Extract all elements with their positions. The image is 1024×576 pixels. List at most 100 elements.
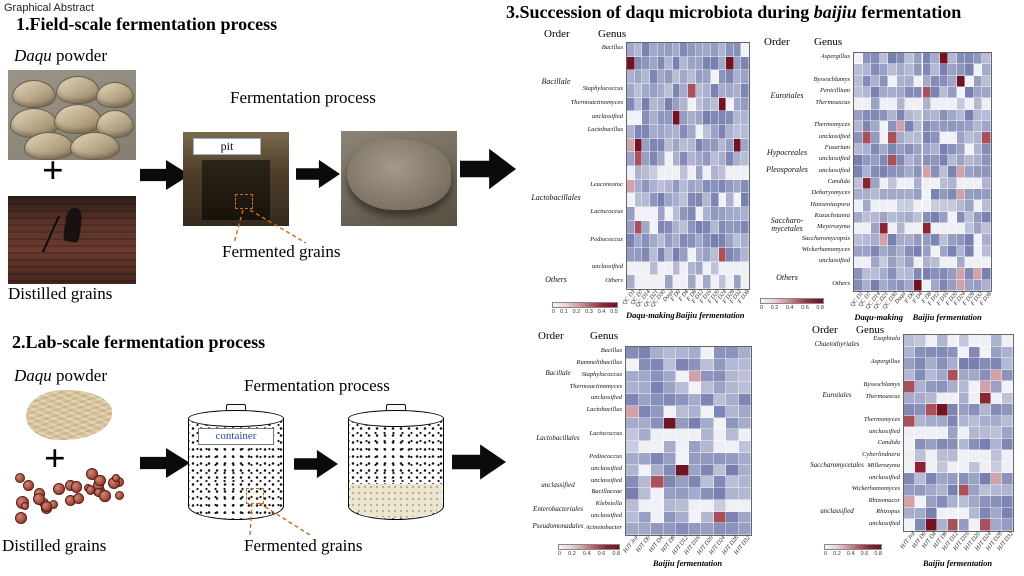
heatmap-cell [665,261,673,276]
flow-arrow-icon [294,449,338,479]
heatmap-cell [896,155,906,167]
heatmap-cell [626,452,639,465]
heatmap-cell [726,111,734,125]
heatmap-cell [657,166,666,180]
heatmap-cell [936,415,948,428]
heatmap-cell [688,248,696,262]
heatmap-cell [947,346,959,359]
heatmap-cell [741,152,749,166]
heatmap-cell [676,499,689,512]
heatmap-cell [965,98,974,110]
heatmap-cell [925,473,937,485]
heatmap-cell [854,155,863,167]
heatmap-cell [733,234,742,248]
heatmap-cell [733,43,742,57]
heatmap-cell [862,143,872,155]
heatmap-cell [627,275,635,289]
heatmap-cell [703,166,711,180]
heatmap-cell [680,248,688,262]
heatmap-cell [896,223,906,235]
heatmap-cell [663,511,676,524]
heatmap-cell [958,473,970,485]
heatmap-cell [905,109,914,121]
heatmap-cell [862,245,872,257]
heatmap-cell [738,476,751,488]
heatmap-cell [931,257,940,269]
heatmap-cell [913,121,923,133]
heatmap-cell [956,189,966,201]
heatmap-cell [913,53,923,65]
heatmap-cell [973,234,983,246]
heatmap-cell [657,138,666,153]
heatmap-cell [905,177,914,189]
heatmap-cell [710,248,719,262]
heatmap-cell [688,43,696,57]
heatmap-cell [665,152,673,166]
heatmap-cell [672,220,681,235]
heatmap-cell [879,211,889,223]
heatmap-cell [718,220,727,235]
heatmap-cell [982,177,991,189]
heatmap-cell [738,488,751,500]
heatmap-cell [663,476,676,488]
heatmap-cell [948,132,957,144]
heatmap-cell [710,43,719,57]
heatmap-cell [965,177,974,189]
heatmap-cell [922,279,932,291]
heatmap-cell [925,369,937,382]
heatmap-cell [956,177,966,189]
section2-fermented-grains-label: Fermented grains [244,536,363,555]
heatmap-cell [980,484,992,497]
heatmap-cell [904,369,915,382]
heatmap-cell [956,132,966,144]
heatmap-cell [922,234,932,246]
heatmap-cell [672,125,681,139]
heatmap-cell [726,56,734,71]
heatmap-cell [948,166,957,178]
heatmap-cell [718,207,727,221]
heatmap-cell [651,429,664,441]
heatmap-cell [958,438,970,451]
heatmap-cell [726,275,734,289]
heatmap-cell [879,75,889,87]
genus-label: Kazachstania [814,211,850,219]
heatmap-cell [947,381,959,393]
heatmap-cell [680,97,688,112]
heatmap-cell [642,84,650,98]
heatmap-cell [710,220,719,235]
colorbar-tick: 0.4 [582,551,591,557]
heatmap-cell [672,43,681,57]
heatmap-cell [896,98,906,110]
heatmap-cell [710,125,719,139]
heatmap-cell [626,370,639,383]
heatmap-cell [925,484,937,497]
heatmap-cell [627,138,635,153]
heatmap-cell [904,427,915,439]
heatmap-cell [688,405,701,418]
heatmap-cell [738,429,751,441]
heatmap-cell [642,152,650,166]
heatmap-cell [649,166,658,180]
heatmap-cell [663,523,676,535]
heatmap-cell [871,211,880,223]
heatmap-cell [638,441,651,453]
heatmap-cell [741,207,749,221]
heatmap-cell [854,211,863,223]
heatmap-cell [726,464,739,477]
heatmap-cell [905,234,914,246]
heatmap-cell [665,193,673,207]
heatmap-cell [701,370,714,383]
heatmap-cell [688,111,696,125]
heatmap-cell [939,132,949,144]
colorbar-tick: 0.2 [770,305,779,311]
heatmap-cell [642,70,650,84]
heatmap-cell [627,179,635,194]
heatmap-cell [958,392,970,405]
heatmap-cell [665,70,673,84]
heatmap-cell [713,464,726,477]
heatmap-cell [651,394,664,406]
genus-label: Wickerhamomyces [801,245,850,253]
heatmap-cell [695,125,704,139]
heatmap-cell [939,87,949,99]
